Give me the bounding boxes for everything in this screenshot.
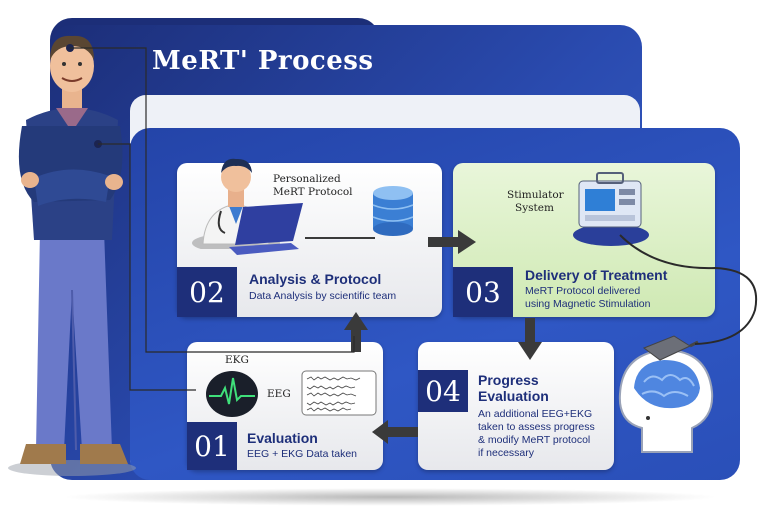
step-card-01: EKG EEG 01 Evaluation EEG + EKG Data tak…	[187, 342, 383, 470]
step-desc-04-line3: & modify MeRT protocol	[478, 434, 591, 446]
step-desc-03-line2: using Magnetic Stimulation	[525, 298, 651, 310]
step-desc-03-line1: MeRT Protocol delivered	[525, 285, 641, 297]
ekg-label: EKG	[225, 354, 249, 366]
step-heading-04-line1: Progress	[478, 372, 539, 388]
coil-cable	[619, 234, 758, 345]
arrow-02-to-03	[428, 230, 476, 254]
step-number-03: 03	[453, 267, 513, 317]
step-desc-04-line4: if necessary	[478, 447, 535, 459]
step-card-04: 04 Progress Evaluation An additional EEG…	[418, 342, 614, 470]
step-number-01: 01	[187, 422, 237, 470]
step-heading-01: Evaluation	[247, 430, 318, 446]
floor-shadow	[60, 488, 720, 506]
step-number-02: 02	[177, 267, 237, 317]
arrow-03-to-04	[518, 318, 542, 360]
ekg-monitor-icon	[206, 371, 258, 417]
stimulator-label-line2: System	[515, 202, 554, 214]
man-connector-lines	[66, 44, 355, 391]
laptop-icon	[229, 203, 303, 255]
eeg-chart-icon	[301, 370, 377, 416]
step-desc-02: Data Analysis by scientific team	[249, 290, 397, 302]
step-card-03: Stimulator System 03 Delivery of Treatme…	[453, 163, 715, 317]
protocol-label-line1: Personalized	[273, 173, 341, 185]
protocol-label: Personalized MeRT Protocol	[273, 173, 353, 199]
stimulator-label-line1: Stimulator	[507, 189, 564, 201]
database-icon	[372, 186, 414, 236]
step-heading-02: Analysis & Protocol	[249, 271, 382, 287]
step-desc-04: An additional EEG+EKG taken to assess pr…	[478, 408, 595, 460]
arrow-04-to-01	[372, 420, 418, 444]
eeg-label: EEG	[267, 388, 291, 400]
connector-line	[305, 237, 375, 239]
step-card-02: Personalized MeRT Protocol 02 Analysis &…	[177, 158, 442, 317]
protocol-label-line2: MeRT Protocol	[273, 186, 353, 198]
page-title: MeRT' Process	[152, 46, 374, 76]
step-number-04: 04	[418, 370, 468, 412]
step-desc-03: MeRT Protocol delivered using Magnetic S…	[525, 285, 650, 311]
stimulator-label: Stimulator System	[507, 189, 564, 215]
step-desc-04-line2: taken to assess progress	[478, 421, 595, 433]
step-heading-04: Progress Evaluation	[478, 372, 549, 404]
magnetic-coil-icon	[642, 335, 699, 361]
arrow-01-to-02	[344, 312, 368, 352]
man-figure	[8, 35, 136, 476]
stimulator-device-icon	[573, 172, 649, 246]
step-heading-03: Delivery of Treatment	[525, 267, 668, 283]
step-heading-04-line2: Evaluation	[478, 388, 549, 404]
step-desc-01: EEG + EKG Data taken	[247, 448, 358, 460]
step-desc-04-line1: An additional EEG+EKG	[478, 408, 593, 420]
